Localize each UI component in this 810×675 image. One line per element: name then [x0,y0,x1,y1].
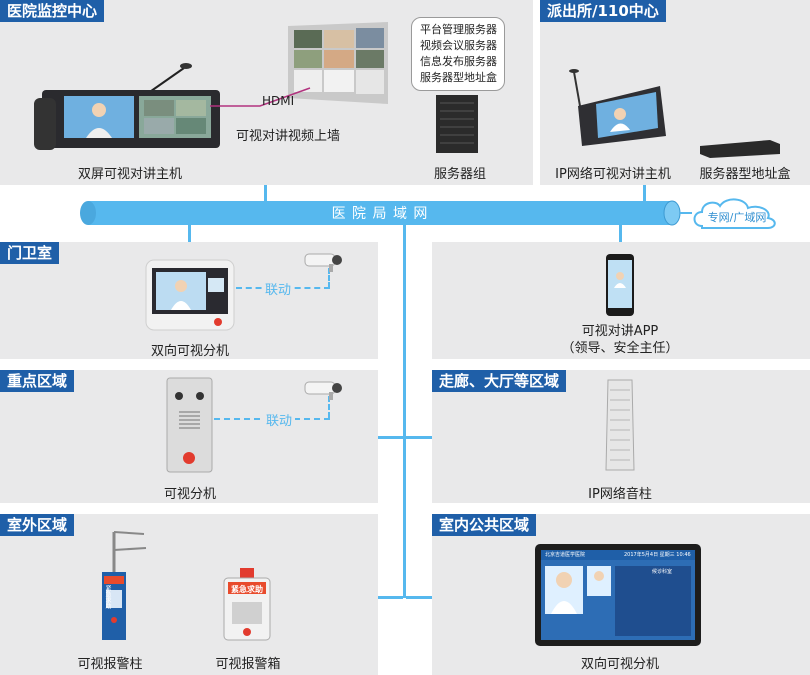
lan-drop-monitor [264,185,267,203]
lan-branch-corridor [406,436,432,439]
section-tag-police: 派出所/110中心 [540,0,666,22]
caption-indoor-extension: 双向可视分机 [580,657,659,672]
video-wall-device [288,22,388,104]
wan-link [680,212,692,214]
caption-ip-speaker: IP网络音柱 [588,487,652,502]
caption-app-line2: （领导、安全主任） [561,341,679,356]
lan-trunk [403,222,406,598]
alarm-post-sign: 紧急求助 [104,585,111,609]
lan-drop-gate [188,222,191,242]
caption-gate-extension: 双向可视分机 [150,344,229,359]
section-tag-outdoor: 室外区域 [0,514,75,536]
section-tag-gate: 门卫室 [0,242,60,264]
gate-link-dash-v [328,268,330,288]
server-item: 视频会议服务器 [420,39,497,52]
display-date: 2017年5月4日 星期三 10:46 [624,552,691,558]
key-camera-icon [304,381,342,400]
lan-pipe [80,200,681,226]
lan-label: 医 院 局 域 网 [331,206,429,222]
alarm-post-device [102,531,147,640]
display-dept: 候诊科室 [652,569,673,575]
caption-app-line1: 可视对讲APP [581,324,659,339]
address-box-device [700,140,780,158]
key-link-dash-v [328,396,330,418]
indoor-dual-extension-display [535,544,701,646]
section-tag-corridor: 走廊、大厅等区域 [432,370,567,392]
gate-camera-icon [304,253,342,272]
ip-host-device [569,69,666,146]
caption-visual-extension: 可视分机 [163,487,216,502]
lan-branch-key [378,436,403,439]
lan-branch-indoor [406,596,432,599]
lan-drop-police [643,185,646,203]
gate-dual-extension-device [145,259,235,331]
server-item: 平台管理服务器 [420,23,497,36]
section-tag-key-area: 重点区域 [0,370,75,392]
server-rack-device [436,95,478,153]
server-item: 服务器型地址盒 [420,71,497,84]
server-item: 信息发布服务器 [420,55,497,68]
wan-label: 专网/广域网 [707,211,767,224]
caption-alarm-box: 可视报警箱 [215,657,281,672]
caption-address-box: 服务器型地址盒 [699,167,791,182]
server-list-bubble: 平台管理服务器 视频会议服务器 信息发布服务器 服务器型地址盒 [411,17,505,91]
lan-drop-app [619,222,622,242]
panel-outdoor [0,514,378,675]
wan-cloud-icon [693,198,776,229]
dual-screen-host-device [34,63,220,150]
phone-app-device [606,254,634,316]
caption-ip-host: IP网络可视对讲主机 [555,167,671,182]
display-title: 北京吉道医学医院 [545,552,586,558]
ip-speaker-column-device [605,379,635,471]
lan-branch-outdoor [378,596,403,599]
caption-dual-host: 双屏可视对讲主机 [77,167,182,182]
caption-alarm-post: 可视报警柱 [77,657,143,672]
gate-link-label: 联动 [262,279,295,298]
caption-video-wall: 可视对讲视频上墙 [235,129,340,144]
visual-extension-device [166,377,213,473]
alarm-box-device [223,568,271,641]
section-tag-monitor-center: 医院监控中心 [0,0,105,22]
hdmi-link-line [210,87,311,107]
key-link-label: 联动 [263,410,296,429]
hdmi-label: HDMI [262,94,295,108]
alarm-box-sign: 紧急求助 [231,585,263,594]
section-tag-indoor-public: 室内公共区域 [432,514,537,536]
caption-server-group: 服务器组 [433,167,486,182]
